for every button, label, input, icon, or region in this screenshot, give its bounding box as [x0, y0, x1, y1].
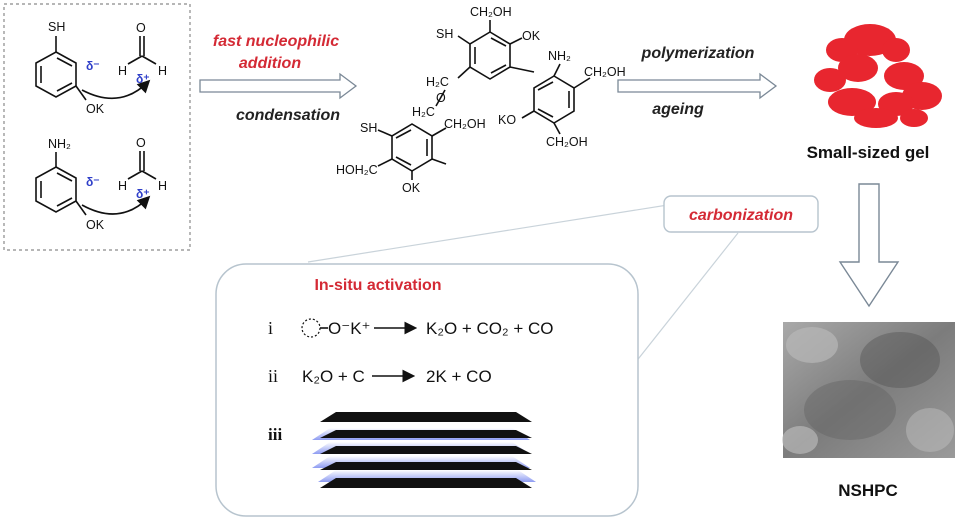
eq1-products: K₂O + CO₂ + CO	[426, 319, 554, 338]
sh-label: SH	[436, 27, 453, 41]
ch2oh-label: CH₂OH	[546, 135, 588, 149]
nshpc-label: NSHPC	[838, 481, 898, 500]
step2-label-top: polymerization	[641, 45, 755, 62]
tem-image	[782, 322, 955, 458]
aldehyde-h-label: H	[158, 179, 167, 193]
delta-minus-label: δ⁻	[86, 175, 100, 189]
delta-minus-label: δ⁻	[86, 59, 100, 73]
callout-line	[307, 203, 675, 263]
delta-plus-label: δ⁺	[136, 72, 150, 86]
h2c-label: H₂C	[426, 75, 449, 89]
h2c-label: H₂C	[412, 105, 435, 119]
gel-particles	[814, 24, 942, 128]
carbonization-label: carbonization	[689, 207, 793, 224]
aldehyde-o-label: O	[136, 136, 146, 150]
ch2oh-label: CH₂OH	[470, 5, 512, 19]
step2-label-bottom: ageing	[652, 101, 704, 118]
eq2-reactant: K₂O + C	[302, 367, 365, 386]
attack-arrow	[81, 195, 151, 215]
aldehyde-h-label: H	[118, 64, 127, 78]
gel-label: Small-sized gel	[807, 143, 930, 162]
down-arrow	[838, 183, 900, 308]
formaldehyde-top: O H H δ⁺	[118, 21, 167, 86]
hoh2c-label: HOH₂C	[336, 163, 378, 177]
ok-label: OK	[522, 29, 541, 43]
ok-label: OK	[86, 102, 105, 116]
eq1-reactant: O⁻K⁺	[328, 319, 371, 338]
ch2oh-label: CH₂OH	[444, 117, 486, 131]
graphitic-layers-icon	[312, 412, 536, 488]
eq2-number: ii	[268, 366, 278, 386]
sh-label: SH	[48, 20, 65, 34]
aldehyde-h-label: H	[118, 179, 127, 193]
reactant-aminophenol: NH₂ OK δ⁻	[35, 137, 105, 232]
eq2-products: 2K + CO	[426, 367, 492, 386]
attack-arrow	[81, 79, 151, 100]
step1-arrow	[199, 72, 358, 100]
oligomer-structure: SH CH₂OH OK H₂C O H₂C NH₂ CH₂OH KO CH₂OH…	[336, 5, 626, 195]
aldehyde-o-label: O	[136, 21, 146, 35]
carbonization-tag	[663, 195, 819, 233]
reactant-thiophenol: SH OK δ⁻	[35, 20, 105, 116]
step1-label-top: addition	[239, 55, 301, 72]
reactants-box	[3, 3, 191, 251]
eq3-number: iii	[268, 425, 282, 444]
nh2-label: NH₂	[548, 49, 571, 63]
ch2oh-label: CH₂OH	[584, 65, 626, 79]
step2-arrow	[617, 72, 778, 100]
step1-label-top: fast nucleophilic	[213, 33, 339, 50]
aldehyde-h-label: H	[158, 64, 167, 78]
activation-title: In-situ activation	[314, 277, 441, 294]
formaldehyde-bottom: O H H δ⁺	[118, 136, 167, 201]
ko-label: KO	[498, 113, 516, 127]
step1-label-bottom: condensation	[236, 107, 340, 124]
sh-label: SH	[360, 121, 377, 135]
ok-label: OK	[402, 181, 421, 195]
ether-o-label: O	[436, 91, 446, 105]
nh2-label: NH₂	[48, 137, 71, 151]
eq1-number: i	[268, 318, 273, 338]
ok-label: OK	[86, 218, 105, 232]
